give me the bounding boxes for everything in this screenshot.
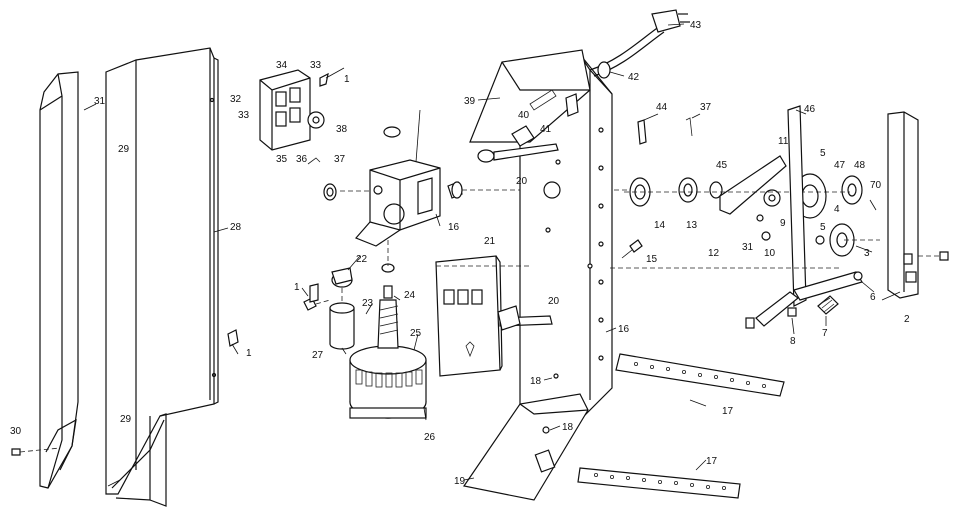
callout-17-lower: 17 — [706, 456, 718, 467]
callout-28: 28 — [230, 222, 242, 233]
callout-33-top: 33 — [310, 60, 322, 71]
small-fasteners — [227, 117, 693, 379]
callout-19: 19 — [454, 476, 466, 487]
left-side-cover-part — [39, 71, 79, 489]
callout-37-left: 37 — [334, 154, 346, 165]
callout-1-left: 1 — [294, 282, 300, 293]
right-side-cover-part — [887, 111, 949, 299]
power-cord-part — [589, 9, 690, 79]
callout-37-right: 37 — [700, 102, 712, 113]
callout-4: 4 — [834, 204, 840, 215]
callout-48: 48 — [854, 160, 866, 171]
circuit-board-part — [435, 255, 553, 377]
gear-train — [624, 155, 880, 257]
callout-31-left: 31 — [94, 96, 106, 107]
callout-1-top: 1 — [344, 74, 350, 85]
callout-38: 38 — [336, 124, 348, 135]
callout-labels: 43 42 39 40 41 44 37 46 11 5 47 48 45 14… — [10, 20, 910, 487]
callout-30: 30 — [10, 426, 22, 437]
callout-16-right: 16 — [618, 324, 630, 335]
screw-30-part — [11, 447, 61, 456]
callout-17-upper: 17 — [722, 406, 734, 417]
callout-13: 13 — [686, 220, 698, 231]
callout-25: 25 — [410, 328, 422, 339]
callout-2: 2 — [904, 314, 910, 325]
callout-5-upper: 5 — [820, 148, 826, 159]
callout-70: 70 — [870, 180, 882, 191]
callout-36: 36 — [296, 154, 308, 165]
callout-33-left: 33 — [238, 110, 250, 121]
callout-35: 35 — [276, 154, 288, 165]
callout-43: 43 — [690, 20, 702, 31]
top-cover-part — [469, 49, 591, 163]
callout-7: 7 — [822, 328, 828, 339]
capacitor-part — [303, 267, 355, 350]
callout-1-bottom: 1 — [246, 348, 252, 359]
callout-32: 32 — [230, 94, 242, 105]
mounting-rail-lower-part — [577, 467, 741, 499]
callout-8: 8 — [790, 336, 796, 347]
callout-41: 41 — [540, 124, 552, 135]
leader-lines — [83, 23, 901, 487]
spring-part — [787, 271, 863, 317]
callout-46: 46 — [804, 104, 816, 115]
mounting-rail-upper-part — [615, 353, 785, 397]
callout-47: 47 — [834, 160, 846, 171]
terminal-block-assembly — [259, 69, 329, 165]
callout-20-upper: 20 — [516, 176, 528, 187]
callout-34: 34 — [276, 60, 288, 71]
callout-20-lower: 20 — [548, 296, 560, 307]
callout-42: 42 — [628, 72, 640, 83]
callout-27: 27 — [312, 350, 324, 361]
callout-12: 12 — [708, 248, 720, 259]
callout-45: 45 — [716, 160, 728, 171]
callout-16-center: 16 — [448, 222, 460, 233]
callout-14: 14 — [654, 220, 666, 231]
callout-18-lower: 18 — [562, 422, 574, 433]
callout-31-right: 31 — [742, 242, 754, 253]
callout-9: 9 — [780, 218, 786, 229]
bottom-cover-part — [462, 393, 589, 501]
callout-26: 26 — [424, 432, 436, 443]
callout-23: 23 — [362, 298, 374, 309]
callout-39: 39 — [464, 96, 476, 107]
callout-5-lower: 5 — [820, 222, 826, 233]
callout-15: 15 — [646, 254, 658, 265]
callout-21: 21 — [484, 236, 496, 247]
callout-10: 10 — [764, 248, 776, 259]
callout-40: 40 — [518, 110, 530, 121]
motor-part — [349, 240, 427, 421]
motor-mounting-bracket-part — [354, 126, 441, 247]
callout-11: 11 — [778, 136, 789, 147]
callout-3: 3 — [864, 248, 870, 259]
cover-panel-part — [105, 47, 219, 507]
callout-24: 24 — [404, 290, 416, 301]
callout-6: 6 — [870, 292, 876, 303]
drive-frame-bracket-part — [610, 105, 863, 329]
callout-22: 22 — [356, 254, 368, 265]
callout-18-middle: 18 — [530, 376, 542, 387]
callout-29-upper: 29 — [118, 144, 130, 155]
callout-44: 44 — [656, 102, 668, 113]
callout-29-lower: 29 — [120, 414, 132, 425]
